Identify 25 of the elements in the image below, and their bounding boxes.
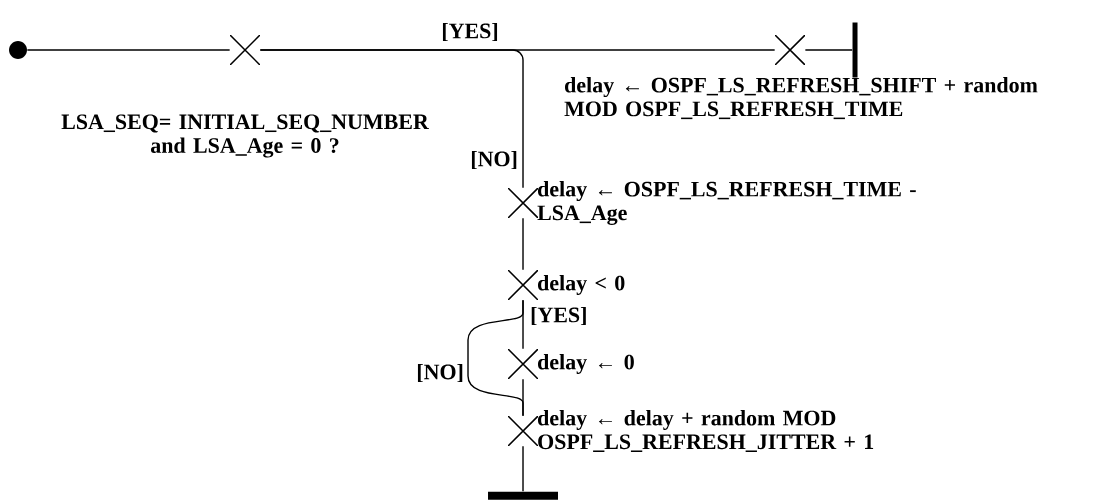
edge-label: [NO]	[468, 149, 520, 171]
start-dot	[9, 41, 27, 59]
connector-line	[522, 217, 524, 271]
transition-cross	[508, 349, 538, 379]
transition-cross	[508, 416, 538, 446]
condition-text: delay ← OSPF_LS_REFRESH_TIME - LSA_Age	[537, 181, 916, 225]
edge-label: [YES]	[528, 305, 590, 327]
condition-text: delay ← delay + random MOD OSPF_LS_REFRESH_JITTER + 1	[538, 410, 874, 452]
end-bar	[852, 22, 858, 78]
end-bar	[488, 491, 558, 500]
condition-text: delay < 0	[538, 275, 625, 295]
connector-line	[804, 49, 853, 51]
connector-line	[522, 378, 524, 417]
transition-cross	[508, 270, 538, 300]
transition-cross	[775, 35, 805, 65]
edge-label: [NO]	[414, 362, 466, 384]
connector-line	[522, 445, 524, 492]
transition-cross	[230, 35, 260, 65]
connector-line	[259, 49, 524, 189]
edge-label: [YES]	[439, 21, 501, 43]
condition-text: LSA_SEQ= INITIAL_SEQ_NUMBER and LSA_Age = 0 ?	[61, 114, 429, 158]
transition-cross	[508, 188, 538, 218]
condition-text: delay ← 0	[538, 354, 634, 374]
connector-line	[26, 49, 231, 51]
condition-text: delay ← OSPF_LS_REFRESH_SHIFT + random MOD OSPF_LS_REFRESH_TIME	[564, 77, 1038, 120]
